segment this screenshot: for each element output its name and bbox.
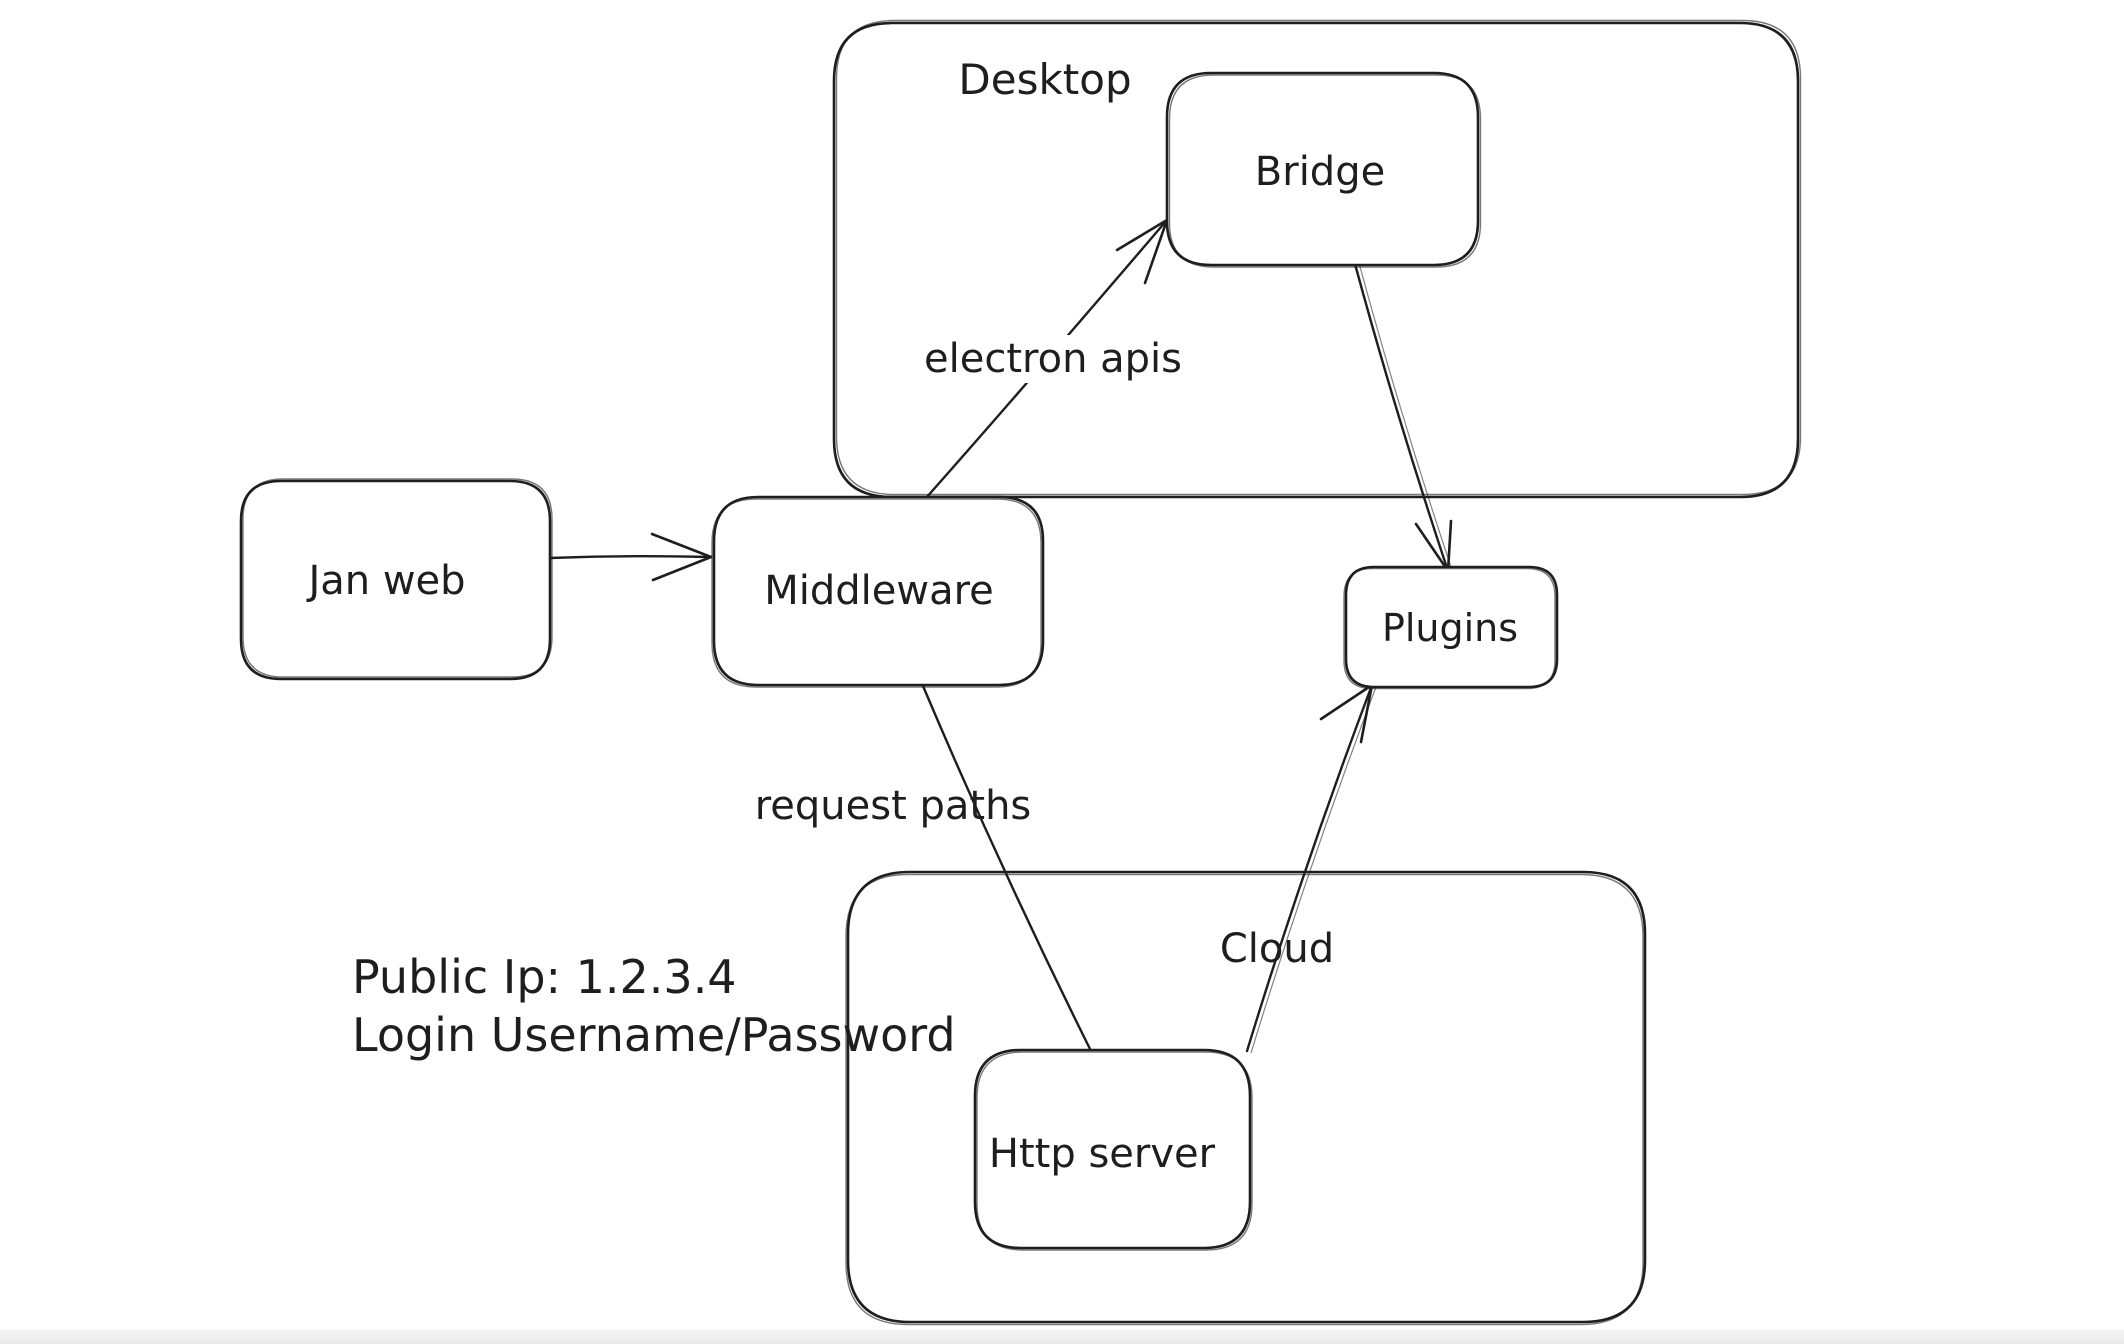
middleware-node-label[interactable]: Middleware <box>764 568 994 614</box>
middleware-node-box[interactable] <box>711 495 1045 688</box>
login-credentials-line: Login Username/Password <box>352 1008 956 1062</box>
edge-janweb-to-middleware[interactable] <box>548 532 713 582</box>
httpserver-node-label[interactable]: Http server <box>988 1131 1216 1177</box>
public-ip-annotation[interactable]: Public Ip: 1.2.3.4 Login Username/Passwo… <box>352 948 956 1064</box>
request-paths-edge-label[interactable]: request paths <box>754 783 1032 829</box>
bridge-node-label[interactable]: Bridge <box>1254 149 1386 195</box>
cloud-container-label[interactable]: Cloud <box>1219 926 1335 972</box>
desktop-container-label[interactable]: Desktop <box>958 54 1132 104</box>
plugins-node-label[interactable]: Plugins <box>1381 606 1519 651</box>
janweb-node-box[interactable] <box>239 478 553 681</box>
bridge-node-box[interactable] <box>1165 71 1482 268</box>
desktop-container-box[interactable] <box>832 19 1802 499</box>
edge-httpserver-to-plugins[interactable] <box>1245 683 1377 1054</box>
cloud-container-box[interactable] <box>845 870 1647 1326</box>
plugins-node-box[interactable] <box>1343 565 1559 690</box>
electron-apis-edge-label[interactable]: electron apis <box>912 335 1194 383</box>
janweb-node-label[interactable]: Jan web <box>308 558 466 604</box>
canvas-bottom-edge <box>0 1329 2124 1344</box>
httpserver-node-box[interactable] <box>973 1048 1253 1251</box>
edge-bridge-to-plugins[interactable] <box>1353 262 1453 573</box>
public-ip-line: Public Ip: 1.2.3.4 <box>352 950 737 1004</box>
edge-middleware-to-httpserver[interactable] <box>921 684 1093 1053</box>
